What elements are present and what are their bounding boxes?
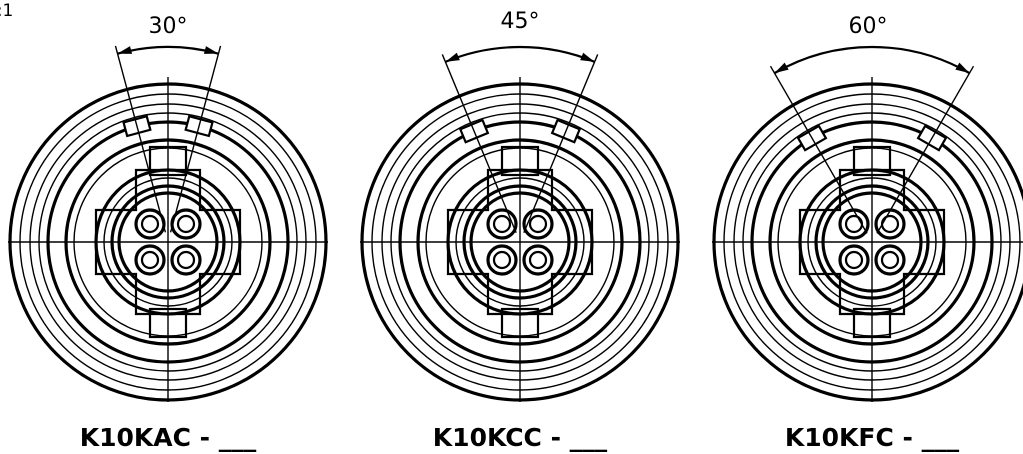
contact-pin-outer (486, 208, 518, 240)
coupling-cross (446, 168, 594, 316)
angle-extension-line (169, 45, 222, 233)
contact-pin-outer (134, 244, 166, 276)
contact-pin-inner (492, 214, 512, 234)
scale-label: 3:1 (0, 1, 13, 21)
dimension-arrowhead (203, 46, 219, 54)
angle-label-kcc: 45° (501, 9, 540, 34)
contact-pin-inner (140, 250, 160, 270)
dimension-arrowhead (774, 62, 789, 74)
contact-pin-inner (880, 214, 900, 234)
angle-extension-line (441, 54, 517, 234)
part-number-kac: K10KAC - ___ (80, 423, 257, 452)
contact-pin-inner (492, 250, 512, 270)
angle-extension-line (114, 45, 167, 233)
contact-pin-outer (134, 208, 166, 240)
contact-pin-outer (838, 208, 870, 240)
contact-pin-inner (176, 250, 196, 270)
angle-dimension-arc (117, 45, 219, 55)
contact-pin-inner (140, 214, 160, 234)
angle-dimension-arc (773, 45, 971, 75)
part-number-kfc: K10KFC - ___ (785, 423, 960, 452)
contact-pin-outer (838, 244, 870, 276)
connector-view-kfc (712, 45, 1023, 402)
coupling-cross (94, 168, 242, 316)
contact-pin-outer (874, 244, 906, 276)
contact-pin-outer (874, 208, 906, 240)
contact-pin-outer (170, 244, 202, 276)
contact-pin-outer (486, 244, 518, 276)
connector-view-kcc (360, 45, 680, 402)
angle-extension-line (523, 54, 599, 234)
contact-pin-inner (844, 214, 864, 234)
dimension-arrowhead (117, 46, 133, 54)
angle-dimension-arc (444, 45, 596, 63)
angle-label-kfc: 60° (849, 14, 888, 39)
contact-pin-inner (528, 250, 548, 270)
angle-label-kac: 30° (149, 14, 188, 39)
contact-pin-inner (844, 250, 864, 270)
connector-view-kac (8, 45, 328, 402)
contact-pin-inner (880, 250, 900, 270)
coupling-cross (798, 168, 946, 316)
contact-pin-inner (528, 214, 548, 234)
angle-extension-line (769, 65, 868, 234)
contact-pin-outer (522, 208, 554, 240)
contact-pin-outer (522, 244, 554, 276)
contact-pin-inner (176, 214, 196, 234)
angle-extension-line (876, 65, 975, 234)
dimension-arrowhead (445, 52, 460, 62)
dimension-arrowhead (955, 62, 970, 74)
part-number-kcc: K10KCC - ___ (433, 423, 608, 452)
contact-pin-outer (170, 208, 202, 240)
dimension-arrowhead (580, 52, 595, 62)
